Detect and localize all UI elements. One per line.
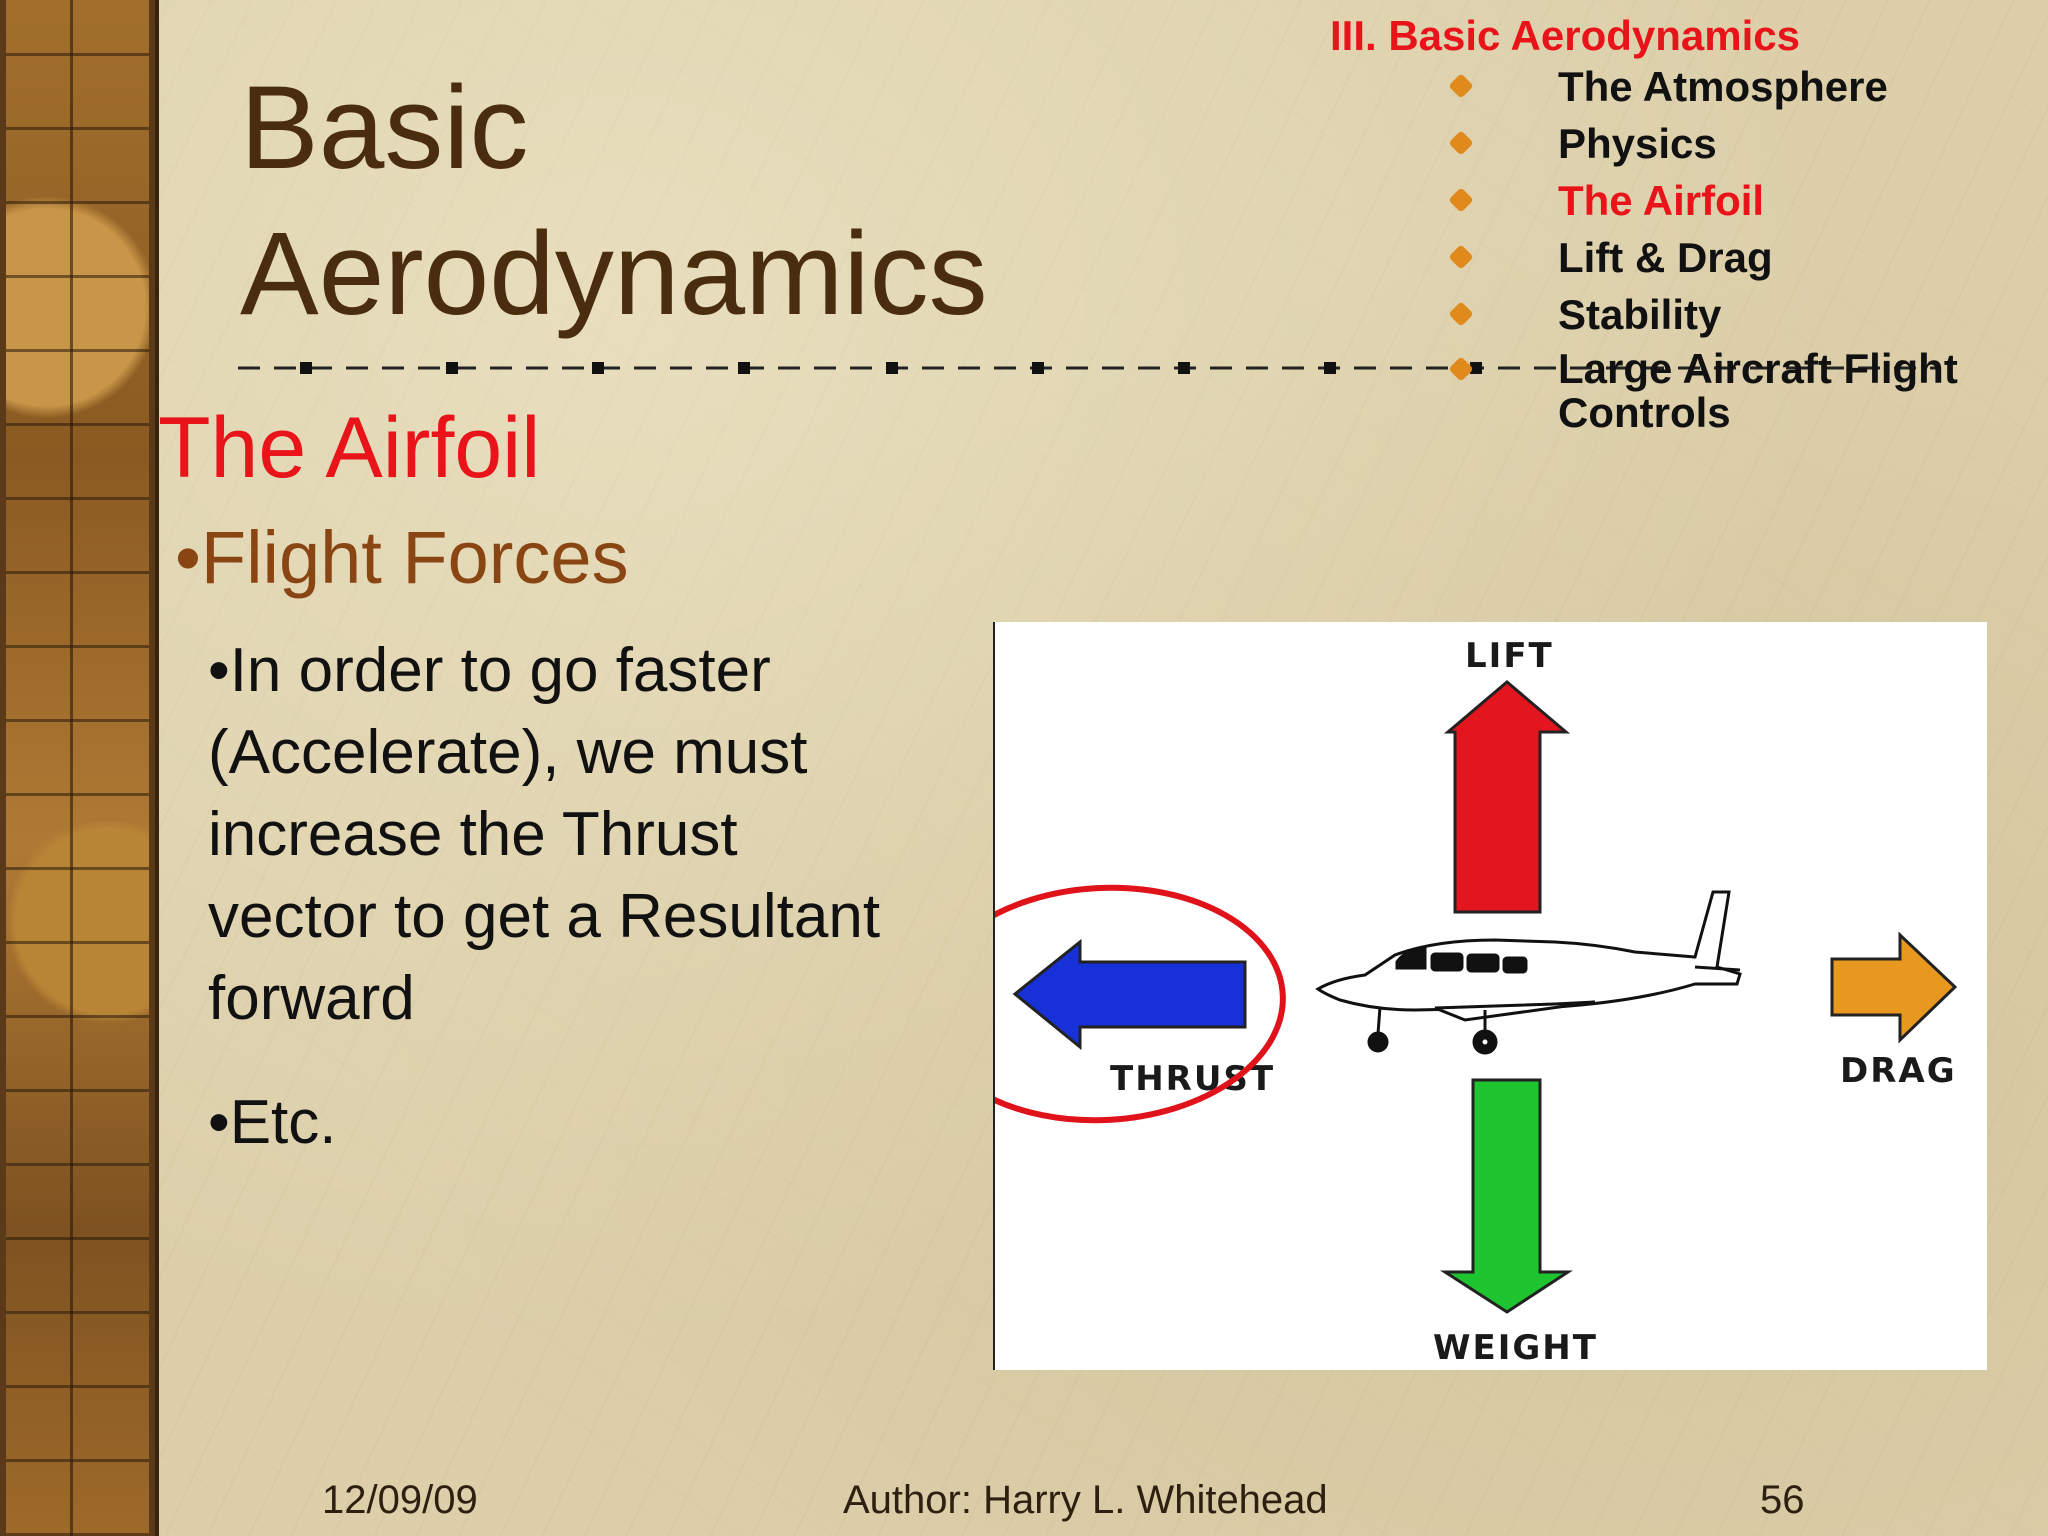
body-line: vector to get a Resultant [208, 882, 881, 951]
outline-item-label: Lift & Drag [1558, 234, 1773, 281]
slide-title-line-1: Basic [240, 62, 529, 194]
etc-bullet: •Etc. [208, 1088, 337, 1157]
body-line: increase the Thrust [208, 800, 738, 869]
outline-item-flight-controls: Large Aircraft Flight Controls [1330, 347, 2020, 435]
drag-arrow [1830, 931, 1958, 1044]
diamond-bullet-icon [1448, 356, 1474, 382]
thrust-highlight-circle [995, 884, 1286, 1124]
outline-item-airfoil: The Airfoil [1330, 178, 2020, 224]
outline-item-label: The Airfoil [1558, 177, 1765, 224]
weight-arrow [1439, 1078, 1574, 1314]
outline-item-physics: Physics [1330, 121, 2020, 167]
body-line: •In order to go faster [208, 636, 771, 705]
outline-list: The Atmosphere Physics The Airfoil Lift … [1330, 64, 2020, 435]
outline-item-label: Physics [1558, 120, 1717, 167]
title-divider [238, 362, 1938, 374]
section-outline: III. Basic Aerodynamics The Atmosphere P… [1330, 12, 2020, 446]
diamond-bullet-icon [1448, 244, 1474, 270]
diamond-bullet-icon [1448, 301, 1474, 327]
airplane-icon [1315, 890, 1742, 1055]
outline-heading: III. Basic Aerodynamics [1330, 12, 1800, 59]
section-title: The Airfoil [158, 400, 541, 496]
outline-item-atmosphere: The Atmosphere [1330, 64, 2020, 110]
outline-item-label: The Atmosphere [1558, 63, 1888, 110]
sub-heading: •Flight Forces [175, 516, 629, 599]
slide-title: Basic Aerodynamics [240, 55, 988, 347]
lift-arrow [1443, 680, 1571, 914]
flight-forces-diagram: LIFT WEIGHT THRUST DRAG [993, 622, 1987, 1370]
lift-label: LIFT [1465, 636, 1554, 676]
body-text: •In order to go faster (Accelerate), we … [208, 630, 968, 1164]
footer-page-number: 56 [1760, 1478, 1805, 1522]
drag-label: DRAG [1840, 1051, 1957, 1091]
outline-item-stability: Stability [1330, 292, 2020, 338]
weight-label: WEIGHT [1433, 1328, 1598, 1368]
body-line: forward [208, 964, 415, 1033]
body-line: (Accelerate), we must [208, 718, 808, 787]
outline-item-lift-drag: Lift & Drag [1330, 235, 2020, 281]
footer-date: 12/09/09 [322, 1478, 478, 1522]
outline-item-label: Stability [1558, 291, 1722, 338]
diamond-bullet-icon [1448, 187, 1474, 213]
slide-title-line-2: Aerodynamics [240, 208, 988, 340]
thrust-label: THRUST [1110, 1059, 1275, 1099]
diamond-bullet-icon [1448, 73, 1474, 99]
thrust-arrow [1012, 938, 1247, 1051]
decorative-side-border [0, 0, 159, 1536]
footer-author: Author: Harry L. Whitehead [843, 1478, 1328, 1522]
diamond-bullet-icon [1448, 130, 1474, 156]
outline-item-label: Large Aircraft Flight Controls [1558, 345, 1958, 436]
